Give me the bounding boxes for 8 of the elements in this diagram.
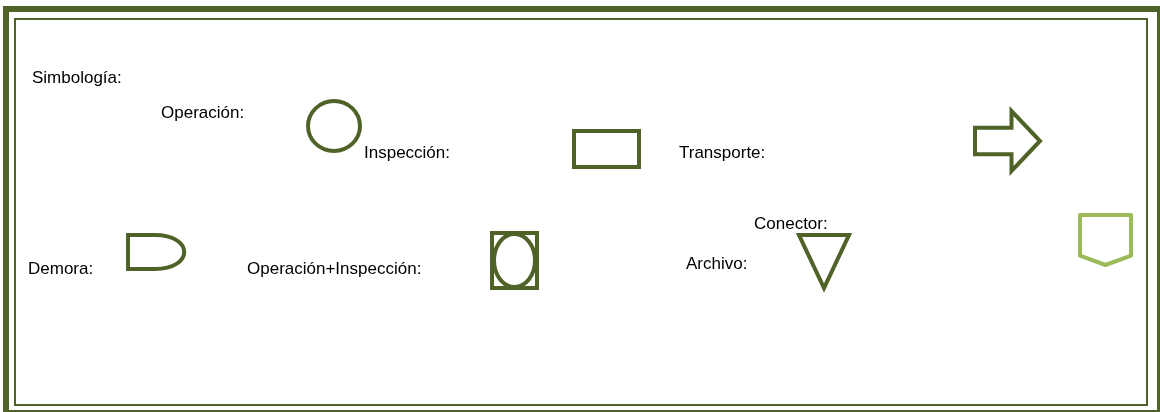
legend-label: Inspección:	[364, 143, 450, 163]
legend-label: Demora:	[28, 259, 94, 279]
legend-label: Operación:	[161, 103, 245, 123]
legend-label: Conector:	[754, 214, 828, 234]
legend-label: Transporte:	[679, 143, 766, 163]
heading: Simbología:	[32, 68, 122, 88]
legend-label: Operación+Inspección:	[247, 259, 422, 279]
legend-label: Archivo:	[686, 254, 748, 274]
